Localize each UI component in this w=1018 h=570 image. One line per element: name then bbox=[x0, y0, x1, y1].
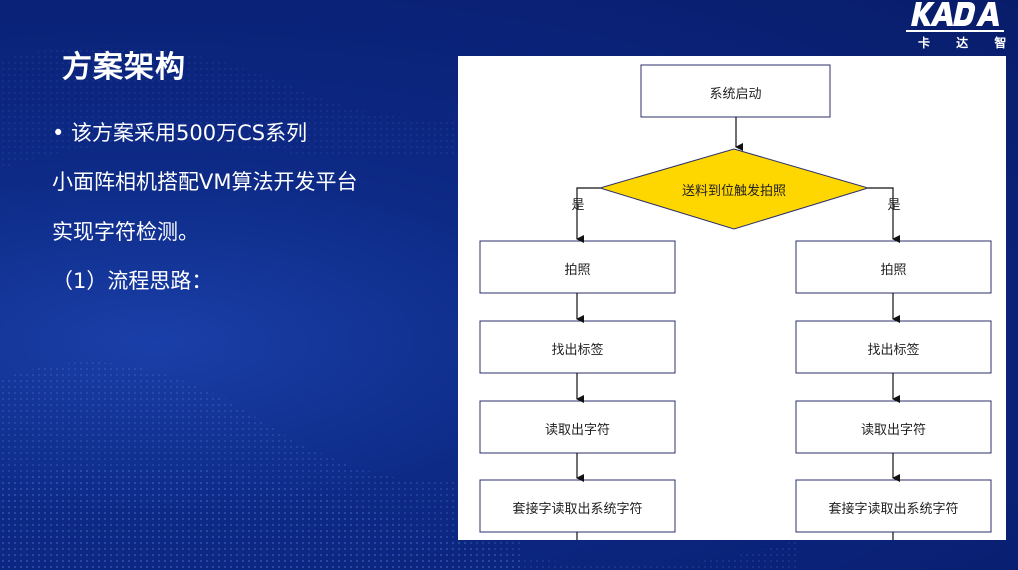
right-step-3-box bbox=[795, 400, 992, 454]
right-step-3-label: 读取出字符 bbox=[860, 423, 926, 438]
logo-subtitle: 卡 达 智 慧 bbox=[918, 36, 1018, 50]
bullet-line-1: • 该方案采用500万CS系列 bbox=[52, 121, 308, 145]
start-label: 系统启动 bbox=[709, 87, 762, 102]
kada-logo bbox=[906, 2, 1004, 32]
bullet-line-2: 小面阵相机搭配VM算法开发平台 bbox=[52, 170, 358, 194]
left-step-2-label: 找出标签 bbox=[551, 343, 604, 358]
left-step-4-label: 套接字读取出系统字符 bbox=[512, 502, 643, 517]
right-step-1-label: 拍照 bbox=[880, 263, 907, 278]
start-box bbox=[640, 64, 831, 118]
right-step-2-label: 找出标签 bbox=[867, 343, 920, 358]
left-step-3-label: 读取出字符 bbox=[544, 423, 610, 438]
yes-left-label: 是 bbox=[571, 198, 585, 213]
right-step-4-box bbox=[795, 479, 992, 533]
left-step-1-label: 拍照 bbox=[564, 263, 591, 278]
yes-right-label: 是 bbox=[887, 198, 901, 213]
connector-decision-left bbox=[576, 187, 600, 243]
flowchart-panel: 系统启动 送料到位触发拍照 是 是 拍照 找出标签 读取出字符 套接字读取出系统… bbox=[458, 56, 1006, 540]
bullet-line-3: 实现字符检测。 bbox=[52, 220, 199, 244]
flowchart-diagram bbox=[479, 64, 992, 540]
right-step-4-label: 套接字读取出系统字符 bbox=[828, 502, 959, 517]
slide-title: 方案架构 bbox=[62, 50, 186, 85]
decision-label: 送料到位触发拍照 bbox=[681, 184, 786, 199]
right-step-1-box bbox=[795, 240, 992, 294]
bullet-line-4: （1）流程思路： bbox=[52, 269, 213, 293]
connector-decision-right bbox=[868, 187, 900, 243]
